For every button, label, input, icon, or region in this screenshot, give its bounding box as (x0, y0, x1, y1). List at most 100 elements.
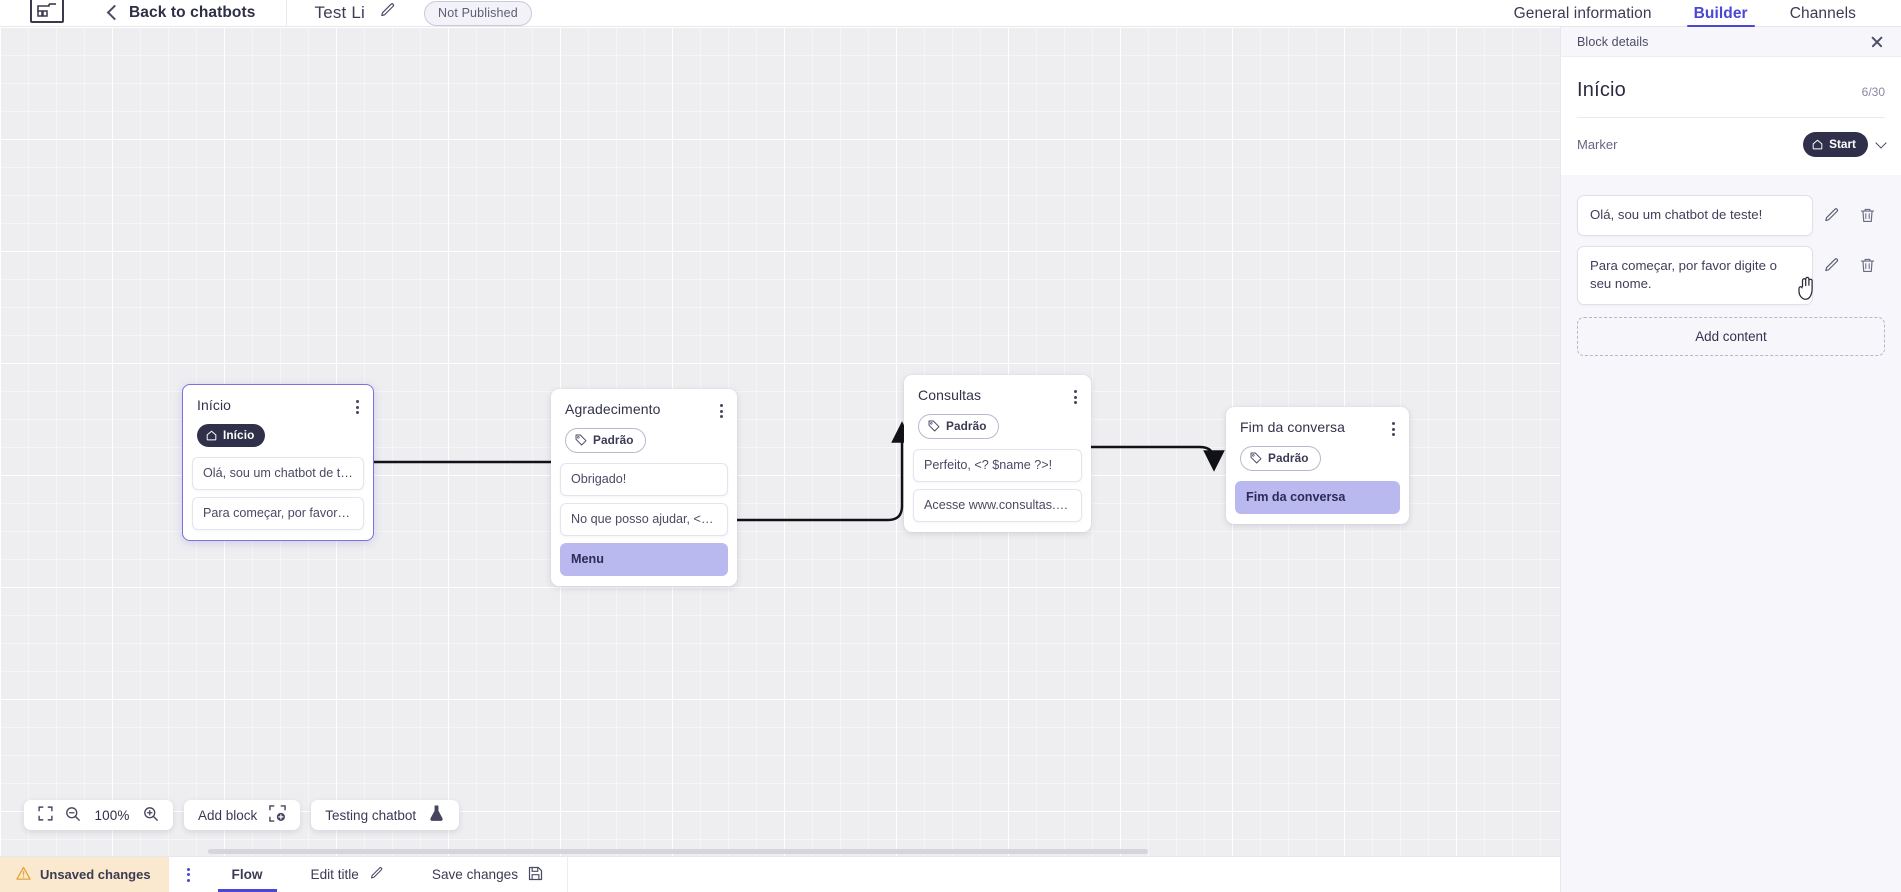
status-bar: Unsaved changes Flow Edit title Save cha… (0, 856, 1560, 892)
flow-node-consultas[interactable]: Consultas Padrão Perfeito, <? $name ?>! … (904, 375, 1091, 532)
tag-icon (928, 420, 940, 432)
chatbot-logo-icon[interactable] (30, 0, 64, 23)
node-tag-label: Início (223, 428, 255, 442)
testing-chatbot-button[interactable]: Testing chatbot (311, 800, 460, 830)
node-message-highlighted[interactable]: Menu (560, 543, 728, 576)
node-messages: Fim da conversa (1226, 471, 1409, 524)
status-badge: Not Published (424, 0, 532, 26)
status-tab-flow[interactable]: Flow (208, 857, 287, 892)
testing-chatbot-label: Testing chatbot (325, 807, 417, 823)
tab-general-information[interactable]: General information (1513, 4, 1652, 22)
close-icon[interactable] (1869, 34, 1885, 50)
flask-icon (428, 805, 445, 825)
save-changes-label: Save changes (431, 867, 519, 882)
toolbar-divider (285, 0, 287, 27)
flow-node-inicio[interactable]: Início Início Olá, sou um chatbot de tes… (182, 384, 374, 541)
content-text[interactable]: Para começar, por favor digite o seu nom… (1577, 245, 1813, 306)
home-icon (206, 430, 217, 440)
node-tag-label: Padrão (946, 419, 987, 433)
node-message[interactable]: Para começar, por favor digite o ... (192, 497, 364, 530)
add-content-button[interactable]: Add content (1577, 317, 1885, 357)
chatbot-name: Test Li (314, 3, 366, 22)
node-tag-label: Padrão (1268, 451, 1309, 465)
add-content-label: Add content (1695, 329, 1767, 345)
node-message[interactable]: Obrigado! (560, 463, 728, 496)
pencil-icon (369, 866, 384, 884)
chevron-left-icon (106, 4, 123, 20)
trash-icon[interactable] (1849, 203, 1885, 227)
node-title: Consultas (918, 387, 982, 403)
unsaved-changes-label: Unsaved changes (40, 867, 151, 882)
flow-label: Flow (231, 867, 263, 882)
node-tag-default: Padrão (1240, 446, 1321, 471)
pencil-icon[interactable] (1813, 254, 1849, 278)
home-icon (1812, 139, 1823, 149)
flow-canvas[interactable]: Início Início Olá, sou um chatbot de tes… (0, 27, 1560, 856)
scrollbar-thumb[interactable] (208, 849, 1148, 854)
node-tag-default: Padrão (918, 414, 999, 439)
tab-builder[interactable]: Builder (1673, 0, 1769, 27)
panel-header: Block details (1561, 27, 1901, 57)
add-block-icon (269, 805, 287, 825)
content-tab-panel: Olá, sou um chatbot de teste! (1561, 175, 1901, 892)
node-kebab-menu-icon[interactable] (354, 398, 361, 416)
mouse-cursor-pointer (1796, 276, 1818, 307)
edge-consultas-fim (1091, 445, 1225, 472)
marker-row: Marker Start (1577, 118, 1887, 157)
panel-divider (1577, 117, 1885, 118)
zoom-out-icon[interactable] (65, 806, 81, 825)
node-title: Fim da conversa (1240, 419, 1345, 435)
back-to-chatbots-button[interactable]: Back to chatbots (106, 0, 256, 26)
canvas-toolbar: 100% Add block (24, 800, 460, 830)
save-disk-icon (528, 866, 543, 884)
node-tag-label: Padrão (593, 433, 634, 447)
panel-header-label: Block details (1577, 34, 1649, 49)
flow-node-agradecimento[interactable]: Agradecimento Padrão Obrigado! No que po… (551, 389, 737, 586)
content-item: Olá, sou um chatbot de teste! (1577, 195, 1885, 236)
node-kebab-menu-icon[interactable] (1390, 420, 1397, 438)
node-message[interactable]: No que posso ajudar, <? $name ... (560, 503, 728, 536)
pencil-icon[interactable] (1813, 203, 1849, 227)
edit-title-label: Edit title (310, 867, 359, 882)
back-to-chatbots-label: Back to chatbots (129, 4, 256, 21)
add-block-button[interactable]: Add block (184, 800, 301, 830)
node-kebab-menu-icon[interactable] (718, 402, 725, 420)
page-title: Início (1577, 79, 1627, 101)
content-item: Para começar, por favor digite o seu nom… (1577, 245, 1885, 306)
status-divider (567, 857, 569, 892)
edge-agradecimento-consultas (737, 421, 913, 522)
node-tag-default: Padrão (565, 428, 646, 453)
top-tab-bar: General information Builder Channels (1493, 0, 1877, 27)
block-details-panel: Block details Início 6/30 Marker Start (1560, 27, 1901, 892)
tab-channels[interactable]: Channels (1789, 4, 1856, 22)
trash-icon[interactable] (1849, 254, 1885, 278)
node-header: Fim da conversa Padrão (1226, 407, 1409, 471)
node-message-highlighted[interactable]: Fim da conversa (1235, 481, 1400, 514)
node-messages: Olá, sou um chatbot de teste! Para começ… (183, 447, 373, 540)
save-changes-button[interactable]: Save changes (408, 857, 567, 892)
node-title: Início (197, 397, 232, 413)
content-item-actions (1813, 195, 1885, 227)
status-kebab-menu-icon[interactable] (169, 857, 208, 892)
node-header: Agradecimento Padrão (551, 389, 737, 453)
node-messages: Perfeito, <? $name ?>! Acesse www.consul… (904, 439, 1091, 532)
unsaved-changes-indicator: Unsaved changes (0, 857, 169, 892)
pencil-icon[interactable] (379, 2, 396, 24)
chevron-down-icon[interactable] (1875, 136, 1887, 149)
node-message[interactable]: Perfeito, <? $name ?>! (913, 449, 1082, 482)
node-title: Agradecimento (565, 401, 661, 417)
marker-select[interactable]: Start (1803, 132, 1887, 157)
marker-value-pill[interactable]: Start (1803, 132, 1868, 157)
content-text[interactable]: Olá, sou um chatbot de teste! (1577, 195, 1813, 236)
flow-node-fim-da-conversa[interactable]: Fim da conversa Padrão Fim da conversa (1226, 407, 1409, 524)
node-kebab-menu-icon[interactable] (1072, 388, 1079, 406)
fit-to-screen-icon[interactable] (38, 806, 53, 824)
canvas-horizontal-scrollbar[interactable] (0, 847, 1560, 856)
node-tag-start: Início (197, 424, 266, 447)
node-message[interactable]: Olá, sou um chatbot de teste! (192, 457, 364, 490)
node-message[interactable]: Acesse www.consultas.com par... (913, 489, 1082, 522)
marker-label: Marker (1577, 137, 1618, 152)
zoom-in-icon[interactable] (143, 806, 159, 825)
tag-icon (575, 434, 587, 446)
edit-title-button[interactable]: Edit title (287, 857, 408, 892)
